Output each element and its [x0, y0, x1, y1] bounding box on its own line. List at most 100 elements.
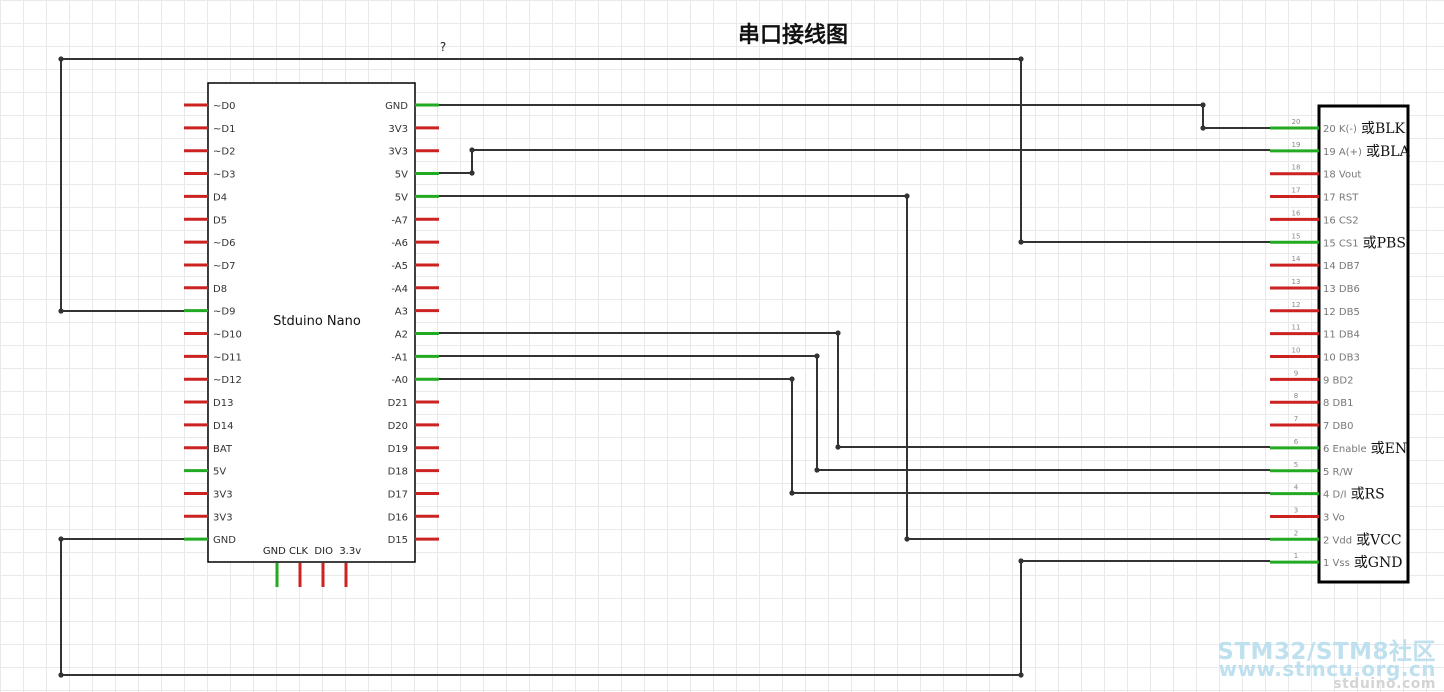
wire-junction	[1018, 558, 1024, 564]
lcd-pin-label: 7 DB0	[1323, 421, 1353, 432]
nano-right-pin-label: -A5	[391, 261, 408, 272]
wire-junction	[1018, 56, 1024, 62]
lcd-pin-number: 5	[1294, 461, 1298, 469]
nano-right-pin-label: D21	[388, 398, 408, 409]
nano-right-pin-label: D15	[388, 535, 408, 546]
watermark-line2: www.stmcu.org.cn	[1218, 657, 1436, 681]
lcd-pin-alt-label: 或PBS	[1363, 235, 1406, 251]
lcd-pin-label: 13 DB6	[1323, 284, 1360, 295]
nano-right-pins: GND3V33V35V5V-A7-A6-A5-A4A3A2-A1-A0D21D2…	[385, 101, 439, 546]
wire-nano-a1-to-lcd-rw	[439, 355, 1270, 471]
lcd-pin-alt-label: 或RS	[1351, 487, 1385, 503]
nano-left-pin-label: D13	[213, 398, 233, 409]
lcd-pin-alt-label: 或BLK	[1361, 121, 1406, 137]
nano-left-pin-label: 5V	[213, 467, 226, 478]
diagram-title: 串口接线图	[738, 22, 848, 48]
lcd-body	[1317, 104, 1410, 584]
wire-junction	[789, 376, 795, 382]
lcd-pin-number: 18	[1292, 164, 1301, 172]
lcd-pin-number: 1	[1294, 552, 1298, 560]
nano-right-pin-label: GND	[385, 101, 408, 112]
lcd-pin-number: 15	[1292, 232, 1301, 240]
nano-right-pin-label: D20	[388, 421, 408, 432]
nano-left-pin-label: 3V3	[213, 489, 233, 500]
wire-junction	[58, 536, 64, 542]
nano-right-pin-label: -A7	[391, 215, 408, 226]
wire-junction	[469, 170, 475, 176]
question-mark: ?	[440, 40, 446, 54]
lcd-pin-label: 5 R/W	[1323, 467, 1353, 478]
lcd-pin-label: 11 DB4	[1323, 330, 1360, 341]
wire-junction	[1200, 125, 1206, 131]
lcd-pin-label: 18 Vout	[1323, 170, 1361, 181]
lcd-pin-label: 12 DB5	[1323, 307, 1360, 318]
nano-left-pin-label: BAT	[213, 444, 233, 455]
wire-junction	[835, 444, 841, 450]
wire-junction	[469, 147, 475, 153]
nano-left-pin-label: ~D3	[213, 170, 235, 181]
nano-left-pin-label: ~D9	[213, 307, 235, 318]
nano-left-pin-label: ~D10	[213, 330, 242, 341]
lcd-pin-label: 6 Enable	[1323, 444, 1367, 455]
nano-right-pin-label: -A6	[391, 238, 408, 249]
nano-left-pins: ~D0~D1~D2~D3D4D5~D6~D7D8~D9~D10~D11~D12D…	[184, 101, 242, 546]
wire-nano-a0-to-lcd-di	[439, 378, 1270, 494]
lcd-pin-label: 14 DB7	[1323, 261, 1360, 272]
nano-right-pin-label: 5V	[395, 170, 408, 181]
nano-right-pin-label: -A1	[391, 352, 408, 363]
lcd-pin-number: 11	[1292, 324, 1301, 332]
lcd-pin-alt-label: 或BLA	[1366, 144, 1411, 160]
lcd-pin-label: 4 D/I	[1323, 490, 1347, 501]
lcd-pin-label: 19 A(+)	[1323, 147, 1362, 158]
lcd-pin-label: 9 BD2	[1323, 375, 1353, 386]
wire-nano-gnd-to-lcd-vss	[60, 538, 1270, 676]
nano-right-pin-label: D17	[388, 489, 408, 500]
nano-left-pin-label: ~D1	[213, 124, 235, 135]
lcd-pin-label: 10 DB3	[1323, 353, 1360, 364]
nano-left-pin-label: D14	[213, 421, 233, 432]
lcd-pin-label: 2 Vdd	[1323, 535, 1352, 546]
lcd-pin-number: 8	[1294, 392, 1298, 400]
wire-junction	[789, 490, 795, 496]
nano-left-pin-label: ~D2	[213, 147, 235, 158]
wire-junction	[1018, 239, 1024, 245]
wire-nano-d9-to-lcd-cs1	[60, 58, 1270, 312]
lcd-pin-number: 14	[1292, 255, 1301, 263]
wire-nano-3v3-to-lcd-a	[439, 149, 1270, 174]
lcd-pin-number: 20	[1292, 118, 1301, 126]
nano-name: Stduino Nano	[273, 314, 361, 329]
nano-right-pin-label: D16	[388, 512, 408, 523]
wire-junction	[904, 536, 910, 542]
lcd-pin-number: 16	[1292, 209, 1301, 217]
nano-left-pin-label: ~D12	[213, 375, 242, 386]
lcd-pin-number: 9	[1294, 369, 1298, 377]
lcd-pin-number: 4	[1294, 484, 1299, 492]
nano-body	[207, 82, 416, 563]
lcd-pin-label: 20 K(-)	[1323, 124, 1357, 135]
nano-right-pin-label: -A0	[391, 375, 408, 386]
nano-left-pin-label: ~D7	[213, 261, 235, 272]
wire-junction	[904, 193, 910, 199]
nano-right-pin-label: D19	[388, 444, 408, 455]
nano-right-pin-label: A2	[395, 330, 408, 341]
lcd-pin-number: 7	[1294, 415, 1298, 423]
lcd-pin-alt-label: 或EN	[1371, 441, 1407, 457]
nano-right-pin-label: 5V	[395, 192, 408, 203]
nano-left-pin-label: ~D11	[213, 352, 242, 363]
wire-nano-5v-to-lcd-vdd	[439, 195, 1270, 540]
nano-left-pin-label: 3V3	[213, 512, 233, 523]
wire-junction	[814, 353, 820, 359]
lcd-pin-number: 3	[1294, 506, 1298, 514]
wire-junction	[58, 56, 64, 62]
lcd-pin-label: 3 Vo	[1323, 512, 1345, 523]
lcd-pin-number: 6	[1294, 438, 1299, 446]
lcd-pin-label: 16 CS2	[1323, 215, 1359, 226]
nano-right-pin-label: A3	[395, 307, 408, 318]
lcd-pin-number: 13	[1292, 278, 1301, 286]
wire-junction	[814, 467, 820, 473]
wire-nano-a2-to-lcd-enable	[439, 332, 1270, 448]
nano-right-pin-label: D18	[388, 467, 408, 478]
